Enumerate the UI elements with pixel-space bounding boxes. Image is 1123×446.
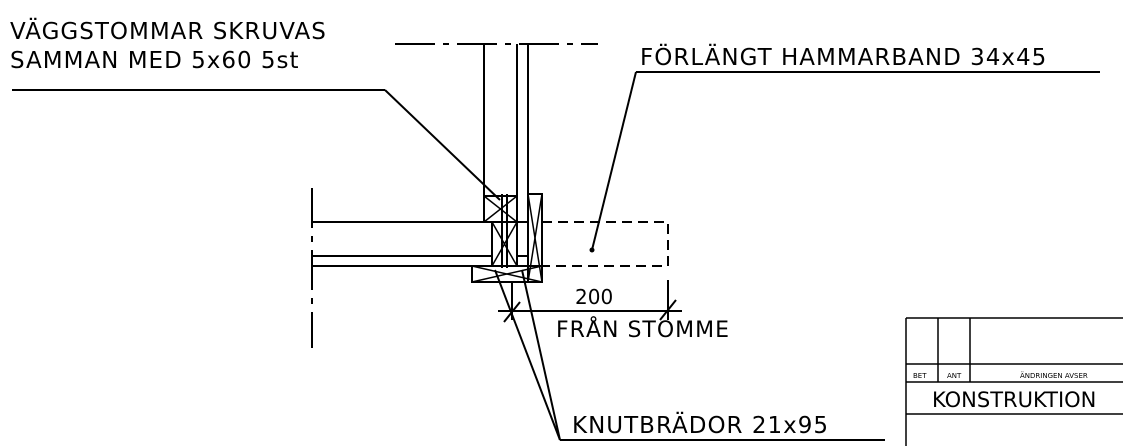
label-corner-boards: KNUTBRÄDOR 21x95 [572,411,829,439]
leader-wall-frames [12,89,501,201]
label-extended-top-plate: FÖRLÄNGT HAMMARBAND 34x45 [640,43,1047,71]
corner-board-horizontal [471,265,543,283]
leader-extended-top-plate [591,71,1100,251]
label-dimension-from: FRÅN STOMME [556,316,730,343]
vertical-wall-studs [483,44,529,196]
title-block-ant: ANT [947,372,962,380]
title-block-bet: BET [913,372,927,380]
title-block: BET ANT ÄNDRINGEN AVSER KONSTRUKTION [905,317,1123,446]
stud-section-upper-left [483,195,518,223]
horizontal-wall [312,221,492,267]
stud-section-middle [491,221,518,267]
dimension-200 [498,280,682,323]
title-block-title: KONSTRUKTION [932,388,1096,412]
label-wall-frames-line1: VÄGGSTOMMAR SKRUVAS [10,17,327,45]
label-dimension-value: 200 [575,285,613,309]
screw-marks [501,194,528,268]
leader-corner-boards [494,269,885,441]
extended-top-plate-outline [541,221,669,267]
label-wall-frames-line2: SAMMAN MED 5x60 5st [10,48,300,74]
title-block-change: ÄNDRINGEN AVSER [1020,371,1088,380]
